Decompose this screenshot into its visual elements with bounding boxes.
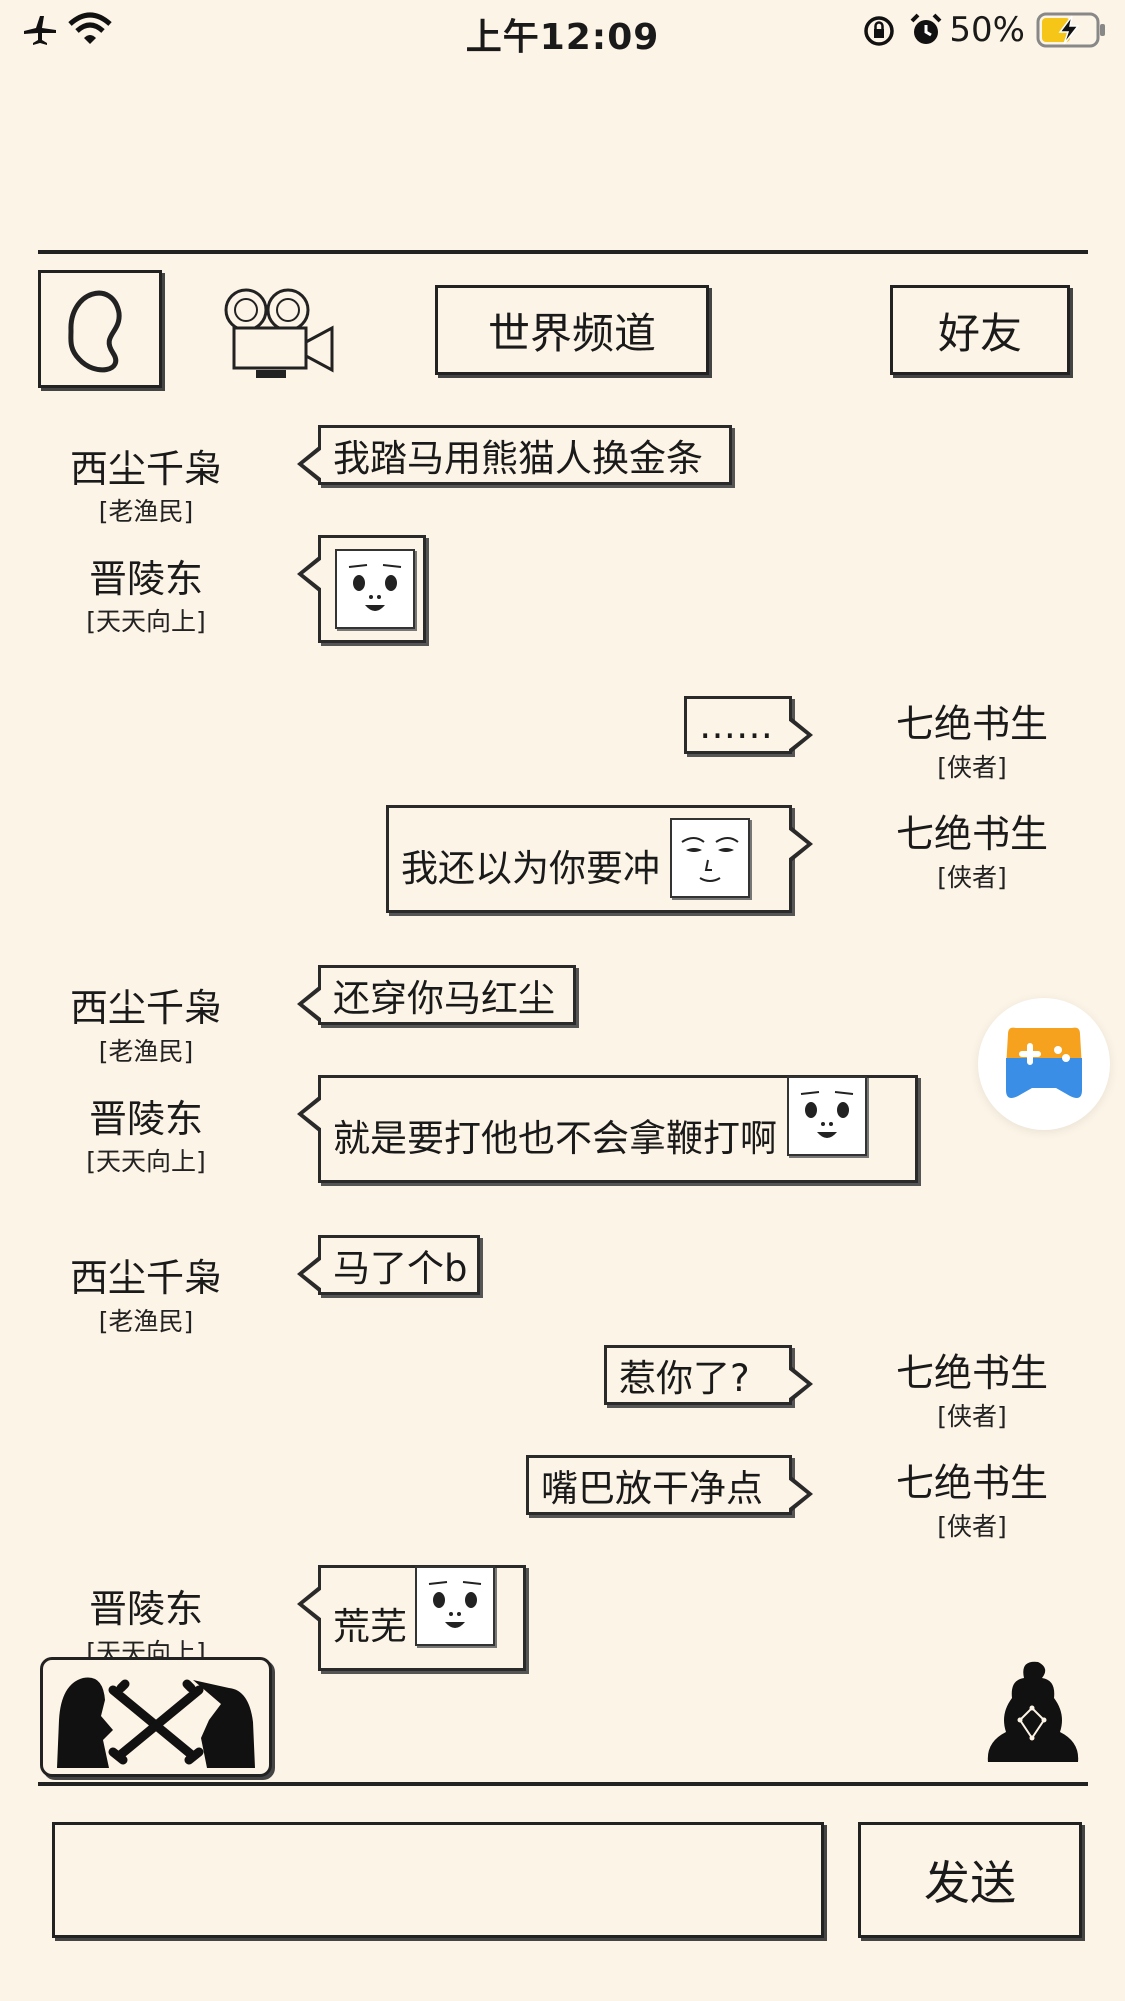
floating-game-button[interactable] xyxy=(978,998,1110,1130)
friends-button[interactable]: 好友 xyxy=(890,285,1070,375)
video-camera-icon[interactable] xyxy=(220,282,340,382)
message-bubble[interactable]: …… xyxy=(684,696,813,754)
sticker-face-icon xyxy=(335,549,415,629)
sender-name[interactable]: 七绝书生 xyxy=(895,812,1048,856)
sender-name[interactable]: 晋陵东 xyxy=(88,1587,203,1631)
gamepad-icon xyxy=(1006,1027,1082,1098)
send-button[interactable]: 发送 xyxy=(858,1822,1082,1938)
meditating-hero-icon[interactable] xyxy=(980,1658,1084,1772)
sender-rank: [侠者] xyxy=(937,1402,1007,1431)
message-input[interactable] xyxy=(52,1822,824,1938)
world-channel-tab[interactable]: 世界频道 xyxy=(435,285,709,375)
back-button[interactable] xyxy=(38,270,162,388)
message-bubble[interactable]: 嘴巴放干净点 xyxy=(526,1455,813,1515)
status-bar: 上午12:09 50% xyxy=(0,0,1125,62)
sender-name[interactable]: 西尘千枭 xyxy=(69,1256,222,1300)
sticker-face-icon xyxy=(670,818,750,898)
status-time: 上午12:09 xyxy=(465,17,660,58)
top-divider xyxy=(38,250,1088,254)
message-bubble[interactable]: 我踏马用熊猫人换金条 xyxy=(297,425,732,485)
message-bubble[interactable]: 就是要打他也不会拿鞭打啊 xyxy=(297,1075,918,1183)
message-text: 就是要打他也不会拿鞭打啊 xyxy=(333,1117,777,1160)
back-icon xyxy=(68,290,122,373)
message-bubble[interactable]: 还穿你马红尘 xyxy=(297,965,576,1025)
message-text: 荒芜 xyxy=(333,1605,407,1648)
message-bubble[interactable]: 马了个b xyxy=(297,1235,480,1295)
message-text: 马了个b xyxy=(333,1247,468,1290)
sender-name[interactable]: 晋陵东 xyxy=(88,557,203,601)
message-text: …… xyxy=(699,703,773,747)
battery-percent: 50% xyxy=(949,10,1025,50)
message-text: 我还以为你要冲 xyxy=(401,847,660,890)
sender-name[interactable]: 七绝书生 xyxy=(895,1461,1048,1505)
duel-button[interactable] xyxy=(40,1657,272,1777)
sender-name[interactable]: 西尘千枭 xyxy=(69,986,222,1030)
sender-rank: [侠者] xyxy=(937,863,1007,892)
sticker-face-icon xyxy=(415,1566,495,1646)
sender-rank: [侠者] xyxy=(937,1512,1007,1541)
sender-rank: [天天向上] xyxy=(86,1147,206,1176)
send-label: 发送 xyxy=(924,1856,1016,1910)
message-bubble[interactable]: 荒芜 xyxy=(297,1565,526,1671)
sender-rank: [老渔民] xyxy=(98,497,194,526)
alarm-icon xyxy=(910,13,942,44)
sender-rank: [侠者] xyxy=(937,753,1007,782)
sender-name[interactable]: 晋陵东 xyxy=(88,1097,203,1141)
airplane-mode-icon xyxy=(24,16,56,45)
sender-name[interactable]: 七绝书生 xyxy=(895,1351,1048,1395)
duel-swords-icon xyxy=(57,1677,255,1768)
wifi-icon xyxy=(68,12,112,44)
sender-name[interactable]: 七绝书生 xyxy=(895,702,1048,746)
message-text: 我踏马用熊猫人换金条 xyxy=(333,437,703,480)
message-bubble[interactable] xyxy=(297,535,426,643)
sender-name[interactable]: 西尘千枭 xyxy=(69,447,222,491)
message-text: 惹你了? xyxy=(619,1357,750,1400)
friends-label: 好友 xyxy=(937,308,1022,358)
message-bubble[interactable]: 我还以为你要冲 xyxy=(386,805,813,913)
sender-rank: [老渔民] xyxy=(98,1037,194,1066)
message-text: 还穿你马红尘 xyxy=(333,977,555,1020)
battery-charging-icon xyxy=(1036,12,1105,48)
sender-rank: [天天向上] xyxy=(86,607,206,636)
message-bubble[interactable]: 惹你了? xyxy=(604,1345,813,1405)
world-channel-title: 世界频道 xyxy=(487,308,656,358)
rotation-lock-icon xyxy=(864,16,894,46)
sticker-face-icon xyxy=(787,1076,867,1156)
message-text: 嘴巴放干净点 xyxy=(541,1467,763,1510)
sender-rank: [老渔民] xyxy=(98,1307,194,1336)
bottom-divider xyxy=(38,1782,1088,1786)
